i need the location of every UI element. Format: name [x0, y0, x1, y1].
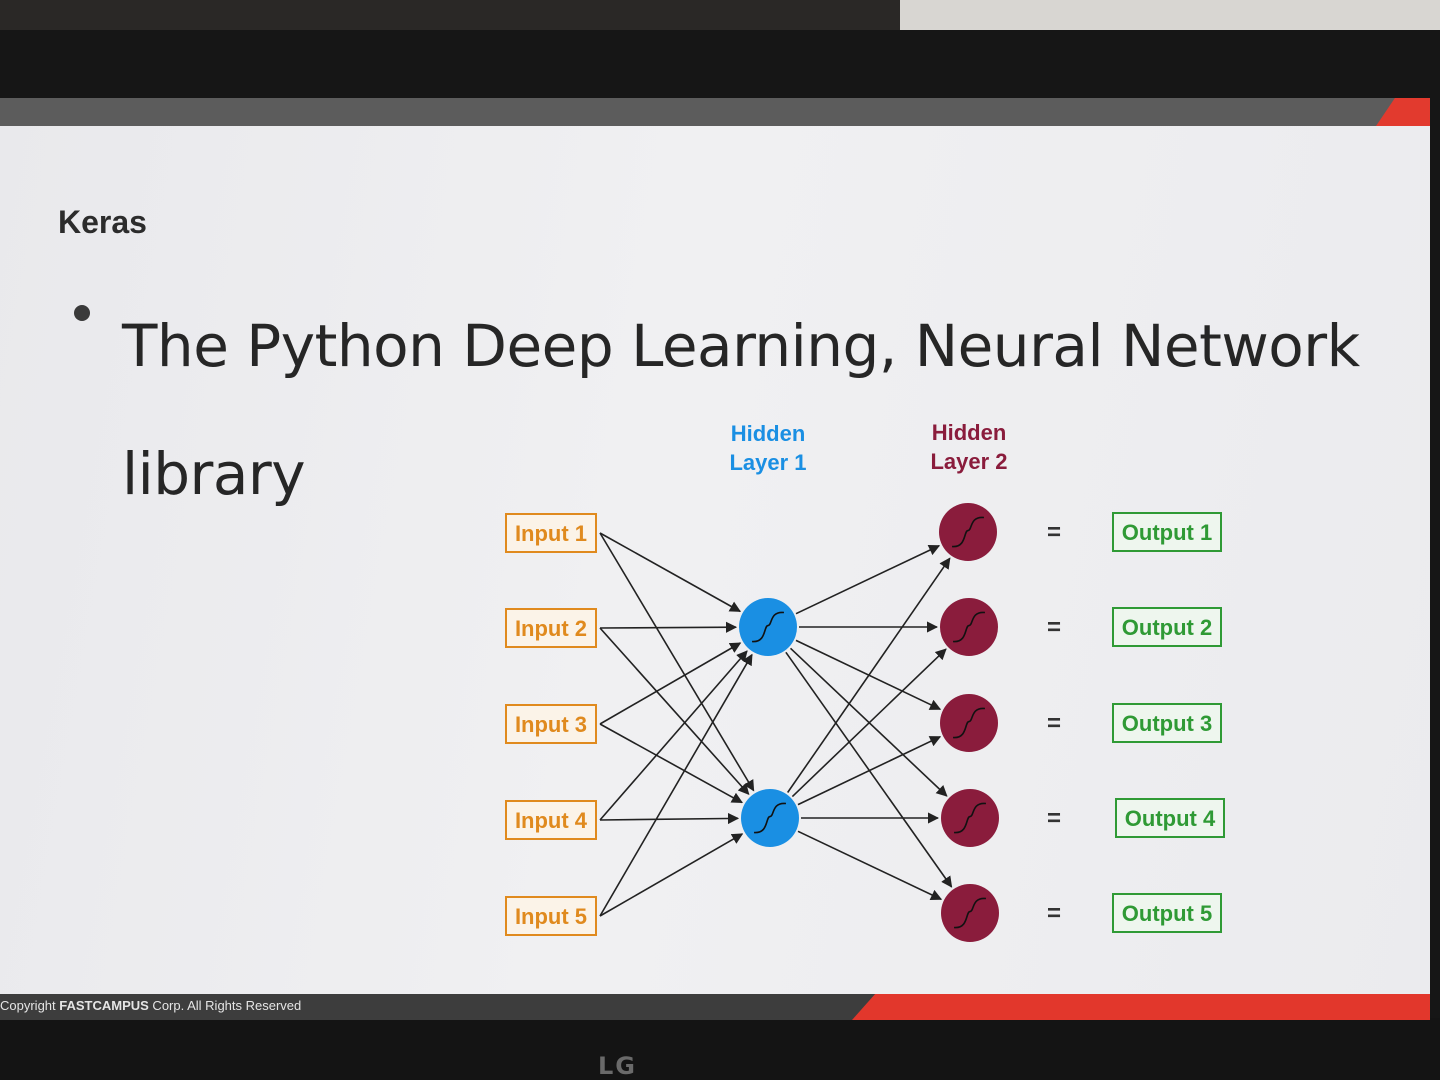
input-node: Input 1	[505, 513, 597, 553]
equals-sign: =	[1047, 710, 1061, 737]
sigmoid-curve-icon	[953, 802, 987, 834]
input-node: Input 4	[505, 800, 597, 840]
edge-input5-hidden1-2	[599, 833, 744, 917]
input-node: Input 2	[505, 608, 597, 648]
output-label: Output 2	[1122, 615, 1212, 640]
edge-hidden1-2-hidden2-1	[786, 557, 951, 793]
edge-input2-hidden1-1	[599, 621, 738, 633]
output-node: Output 2	[1112, 607, 1222, 647]
input-label: Input 3	[515, 712, 587, 737]
edge-input4-hidden1-1	[599, 650, 748, 821]
connection-edges	[599, 532, 953, 917]
slide-footer-accent	[852, 994, 1430, 1020]
copyright-suffix: Corp. All Rights Reserved	[148, 998, 302, 1013]
input-node: Input 5	[505, 896, 597, 936]
input-label: Input 5	[515, 904, 587, 929]
output-node: Output 3	[1112, 703, 1222, 743]
edge-hidden1-1-hidden2-3	[795, 639, 942, 710]
output-label: Output 4	[1125, 806, 1216, 831]
sigmoid-curve-icon	[753, 802, 787, 834]
edge-input3-hidden1-1	[599, 642, 742, 725]
sigmoid-curve-icon	[751, 611, 785, 643]
hidden2-node	[940, 598, 998, 656]
copyright-prefix: Copyright	[0, 998, 60, 1013]
output-node: Output 1	[1112, 512, 1222, 552]
edge-input1-hidden1-2	[599, 532, 755, 792]
copyright-company: FASTCAMPUS	[59, 998, 149, 1013]
slide-title: Keras	[58, 204, 147, 240]
hidden1-node	[741, 789, 799, 847]
edge-hidden1-2-hidden2-2	[791, 648, 947, 798]
monitor-bezel-right	[1430, 30, 1440, 1030]
hidden2-node	[940, 694, 998, 752]
copyright-text: Copyright FASTCAMPUS Corp. All Rights Re…	[0, 998, 301, 1013]
equals-sign: =	[1047, 519, 1061, 546]
sigmoid-curve-icon	[952, 611, 986, 643]
edge-hidden1-2-hidden2-5	[797, 830, 943, 901]
sigmoid-curve-icon	[951, 516, 985, 548]
network-nodes: Input 1 Input 2 Input 3 Input 4 Input 5 Outpu…	[505, 503, 1225, 942]
edge-input1-hidden1-1	[599, 532, 742, 613]
edge-input3-hidden1-2	[599, 723, 743, 804]
equals-sign: =	[1047, 805, 1061, 832]
edge-input4-hidden1-2	[599, 812, 740, 825]
edge-hidden1-1-hidden2-4	[789, 647, 948, 797]
hidden1-node	[739, 598, 797, 656]
edge-hidden1-1-hidden2-5	[785, 651, 953, 888]
output-label: Output 3	[1122, 711, 1212, 736]
edge-input5-hidden1-1	[599, 653, 753, 917]
hidden2-node	[941, 884, 999, 942]
monitor-brand-logo: LG	[598, 1052, 637, 1080]
bullet-icon	[74, 305, 90, 321]
hidden2-node	[941, 789, 999, 847]
input-label: Input 2	[515, 616, 587, 641]
edge-input2-hidden1-2	[599, 627, 750, 795]
output-label: Output 5	[1122, 901, 1212, 926]
input-node: Input 3	[505, 704, 597, 744]
hidden2-node	[939, 503, 997, 561]
sigmoid-curve-icon	[952, 707, 986, 739]
equals-sign: =	[1047, 614, 1061, 641]
input-label: Input 1	[515, 521, 587, 546]
output-label: Output 1	[1122, 520, 1212, 545]
output-node: Output 5	[1112, 893, 1222, 933]
output-node: Output 4	[1115, 798, 1225, 838]
bullet-text: The Python Deep Learning, Neural Network…	[122, 312, 1360, 508]
equals-sign: =	[1047, 900, 1061, 927]
slide-top-bar	[0, 98, 1430, 126]
edge-hidden1-2-hidden2-3	[797, 736, 942, 806]
sigmoid-curve-icon	[953, 897, 987, 929]
monitor-bezel-bottom	[0, 1018, 1440, 1080]
monitor-bezel-top	[0, 30, 1440, 100]
edge-hidden1-1-hidden2-1	[795, 544, 941, 615]
input-label: Input 4	[515, 808, 588, 833]
